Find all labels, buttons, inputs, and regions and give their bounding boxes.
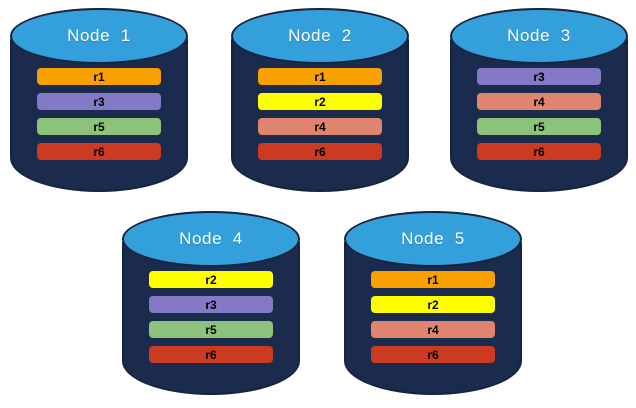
replica-bar: r3 [37, 93, 161, 110]
node-label: Node 5 [401, 229, 465, 248]
replica-label: r1 [314, 69, 326, 84]
replica-bar: r6 [37, 143, 161, 160]
replica-bar: r6 [477, 143, 601, 160]
replica-bar: r4 [477, 93, 601, 110]
replica-bar: r4 [258, 118, 382, 135]
cylinder-top-ellipse [10, 8, 188, 64]
replica-stack: r2 r3 r5 r6 [122, 271, 300, 363]
replica-label: r4 [314, 119, 326, 134]
replica-label: r6 [314, 144, 326, 159]
replica-bar: r2 [149, 271, 273, 288]
replica-bar: r4 [371, 321, 495, 338]
replica-label: r2 [205, 272, 217, 287]
replica-bar: r2 [371, 296, 495, 313]
replica-bar: r5 [37, 118, 161, 135]
replica-stack: r1 r3 r5 r6 [10, 68, 188, 160]
replica-label: r5 [533, 119, 545, 134]
cylinder-top-ellipse [344, 211, 522, 267]
cylinder-top-ellipse [231, 8, 409, 64]
cylinder-top-ellipse [450, 8, 628, 64]
replica-label: r6 [427, 347, 439, 362]
replica-label: r2 [427, 297, 439, 312]
replica-bar: r6 [258, 143, 382, 160]
replica-label: r1 [93, 69, 105, 84]
replica-label: r4 [427, 322, 439, 337]
database-node-cylinder: r1 r3 r5 r6 Node 1 [10, 8, 188, 194]
replica-bar: r6 [371, 346, 495, 363]
replica-label: r5 [205, 322, 217, 337]
replica-bar: r2 [258, 93, 382, 110]
node-label: Node 4 [179, 229, 243, 248]
replica-bar: r1 [37, 68, 161, 85]
database-node-cylinder: r1 r2 r4 r6 Node 5 [344, 211, 522, 397]
replica-label: r6 [93, 144, 105, 159]
replica-bar: r3 [477, 68, 601, 85]
replica-label: r6 [533, 144, 545, 159]
replica-bar: r6 [149, 346, 273, 363]
replica-label: r5 [93, 119, 105, 134]
replica-label: r6 [205, 347, 217, 362]
cylinder-top-ellipse [122, 211, 300, 267]
replica-label: r3 [533, 69, 545, 84]
replica-bar: r5 [149, 321, 273, 338]
node-label: Node 2 [288, 26, 352, 45]
cylinder-body [450, 34, 628, 192]
replica-bar: r1 [258, 68, 382, 85]
database-node-cylinder: r3 r4 r5 r6 Node 3 [450, 8, 628, 194]
replica-bar: r3 [149, 296, 273, 313]
replica-label: r1 [427, 272, 439, 287]
replica-stack: r1 r2 r4 r6 [231, 68, 409, 160]
replica-bar: r5 [477, 118, 601, 135]
node-label: Node 3 [507, 26, 571, 45]
replica-label: r3 [205, 297, 217, 312]
database-node-cylinder: r2 r3 r5 r6 Node 4 [122, 211, 300, 397]
database-node-cylinder: r1 r2 r4 r6 Node 2 [231, 8, 409, 194]
replica-stack: r3 r4 r5 r6 [450, 68, 628, 160]
node-label: Node 1 [67, 26, 131, 45]
replica-label: r3 [93, 94, 105, 109]
replica-label: r4 [533, 94, 545, 109]
replica-label: r2 [314, 94, 326, 109]
replica-bar: r1 [371, 271, 495, 288]
replica-stack: r1 r2 r4 r6 [344, 271, 522, 363]
